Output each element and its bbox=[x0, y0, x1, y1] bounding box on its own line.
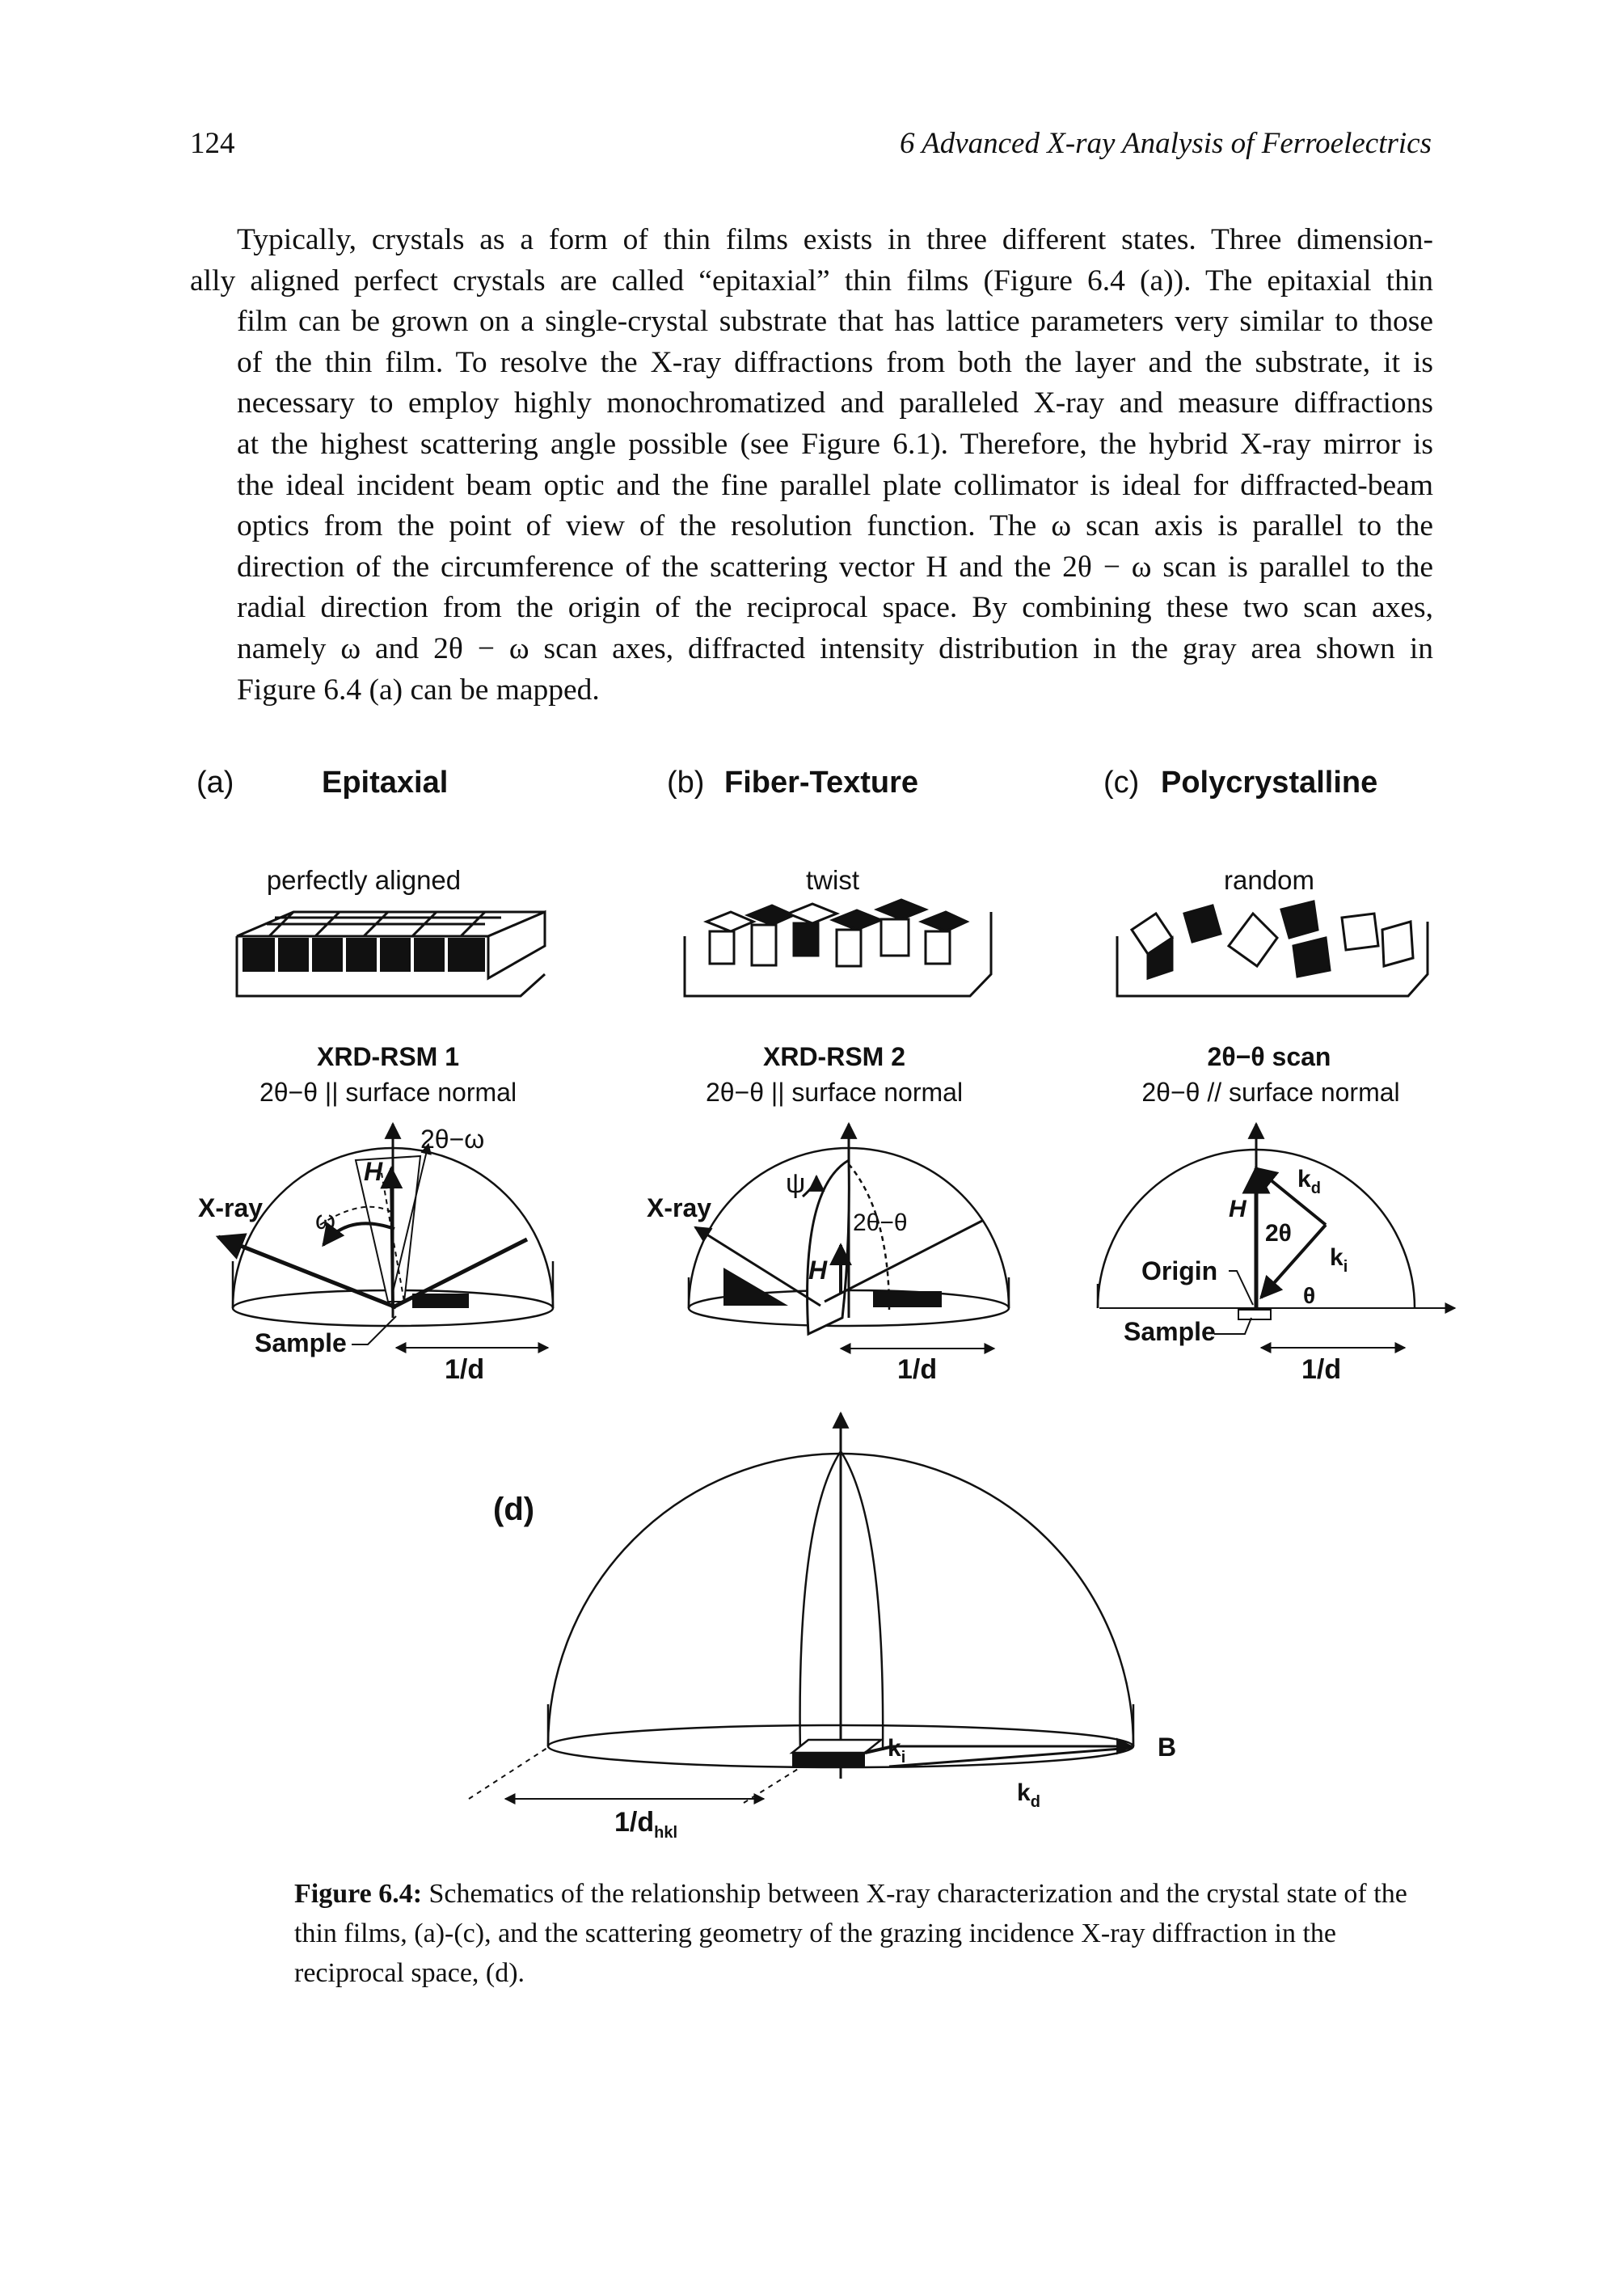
body-line: film can be grown on a single-crystal su… bbox=[237, 305, 1433, 339]
panel-d-sample bbox=[789, 1738, 884, 1766]
panel-d-letter: (d) bbox=[493, 1492, 534, 1527]
panel-c-state: random bbox=[1224, 865, 1314, 895]
panel-a-title: Epitaxial bbox=[322, 766, 448, 800]
panel-a-state: perfectly aligned bbox=[267, 865, 461, 895]
panel-c-letter: (c) bbox=[1103, 766, 1139, 800]
caption-label: Figure 6.4: bbox=[294, 1879, 423, 1909]
page-number: 124 bbox=[190, 127, 235, 160]
panel-b-state: twist bbox=[806, 865, 859, 895]
polycrystalline-block bbox=[1116, 900, 1429, 998]
panel-c-theta: θ bbox=[1303, 1283, 1315, 1308]
body-line: necessary to employ highly monochromatiz… bbox=[237, 386, 1433, 420]
body-line: ally aligned perfect crystals are called… bbox=[190, 264, 1433, 298]
figure-caption: Figure 6.4: Schematics of the relationsh… bbox=[294, 1874, 1433, 1993]
panel-b-h-label: H bbox=[808, 1256, 828, 1285]
panel-c-origin: Origin bbox=[1141, 1256, 1217, 1285]
panel-c-kd bbox=[1254, 1167, 1327, 1226]
body-line: direction of the circumference of the sc… bbox=[237, 550, 1433, 584]
panel-b-wedge bbox=[723, 1268, 788, 1306]
body-line: of the thin film. To resolve the X-ray d… bbox=[237, 345, 1433, 379]
panel-a: (a) Epitaxial perfectly aligned XRD-RSM … bbox=[196, 766, 555, 1385]
panel-c-h-label: H bbox=[1229, 1196, 1247, 1222]
panel-d-point-b: B bbox=[1158, 1733, 1176, 1762]
panel-b-title: Fiber-Texture bbox=[724, 766, 918, 800]
panel-c-method: 2θ−θ scan bbox=[1208, 1042, 1331, 1071]
panel-a-sample-label: Sample bbox=[255, 1328, 347, 1357]
panel-d-ki-label: ki bbox=[888, 1735, 905, 1766]
body-paragraph: Typically, crystals as a form of thin fi… bbox=[190, 220, 1433, 711]
panel-c-sample bbox=[1238, 1309, 1272, 1320]
chapter-title: 6 Advanced X-ray Analysis of Ferroelectr… bbox=[900, 127, 1432, 160]
panel-a-method: XRD-RSM 1 bbox=[317, 1042, 459, 1071]
panel-c-2theta: 2θ bbox=[1265, 1220, 1292, 1247]
panel-b-scan-label: 2θ−θ bbox=[853, 1209, 908, 1236]
panel-a-letter: (a) bbox=[196, 766, 234, 800]
panel-b-letter: (b) bbox=[667, 766, 704, 800]
panel-a-omega: ω bbox=[315, 1205, 335, 1235]
panel-a-sample bbox=[412, 1294, 469, 1308]
panel-b-fiber-disc bbox=[806, 1158, 850, 1336]
body-line: namely ω and 2θ − ω scan axes, diffracte… bbox=[237, 631, 1433, 665]
body-line: optics from the point of view of the res… bbox=[237, 509, 1433, 543]
panel-c-dist: 1/d bbox=[1301, 1354, 1341, 1385]
panel-c-ki-label: ki bbox=[1330, 1244, 1348, 1276]
panel-d: (d) 1/dhkl B ki kd bbox=[468, 1411, 1176, 1842]
panel-c-sample-label: Sample bbox=[1124, 1317, 1216, 1346]
panel-c: (c) Polycrystalline random 2θ−θ scan 2θ−… bbox=[1096, 766, 1457, 1385]
panel-c-scan: 2θ−θ // surface normal bbox=[1141, 1078, 1399, 1107]
panel-b-psi: ψ bbox=[786, 1168, 805, 1199]
body-line: at the highest scattering angle possible… bbox=[237, 427, 1433, 461]
panel-b-dist: 1/d bbox=[897, 1354, 937, 1385]
panel-a-h-label: H bbox=[364, 1157, 383, 1186]
panel-c-kd-label: kd bbox=[1297, 1166, 1321, 1197]
panel-d-kd-label: kd bbox=[1017, 1779, 1040, 1811]
panel-b-scan: 2θ−θ || surface normal bbox=[706, 1078, 963, 1107]
panel-a-scan: 2θ−θ || surface normal bbox=[259, 1078, 517, 1107]
epitaxial-crystal-block bbox=[235, 910, 546, 998]
fiber-texture-block bbox=[683, 898, 993, 998]
body-line: radial direction from the origin of the … bbox=[237, 591, 1433, 625]
panel-a-incident-beam bbox=[215, 1233, 397, 1310]
panel-a-h-vector bbox=[380, 1166, 403, 1309]
body-line: Typically, crystals as a form of thin fi… bbox=[237, 223, 1433, 256]
panel-b-xray: X-ray bbox=[647, 1193, 711, 1222]
caption-text: Schematics of the relationship between X… bbox=[294, 1879, 1407, 1988]
panel-c-ki bbox=[1259, 1223, 1327, 1300]
body-line: Figure 6.4 (a) can be mapped. bbox=[237, 673, 600, 707]
panel-b: (b) Fiber-Texture twist XRD-RSM 2 2θ−θ |… bbox=[647, 766, 1010, 1385]
panel-d-dist: 1/dhkl bbox=[614, 1807, 677, 1842]
panel-c-title: Polycrystalline bbox=[1161, 766, 1377, 800]
panel-b-method: XRD-RSM 2 bbox=[763, 1042, 905, 1071]
panel-a-dist: 1/d bbox=[445, 1354, 484, 1385]
panel-d-kd bbox=[888, 1746, 1133, 1768]
panel-a-scan-label: 2θ−ω bbox=[420, 1125, 484, 1154]
body-line: the ideal incident beam optic and the fi… bbox=[237, 468, 1433, 502]
panel-a-xray: X-ray bbox=[198, 1193, 263, 1222]
